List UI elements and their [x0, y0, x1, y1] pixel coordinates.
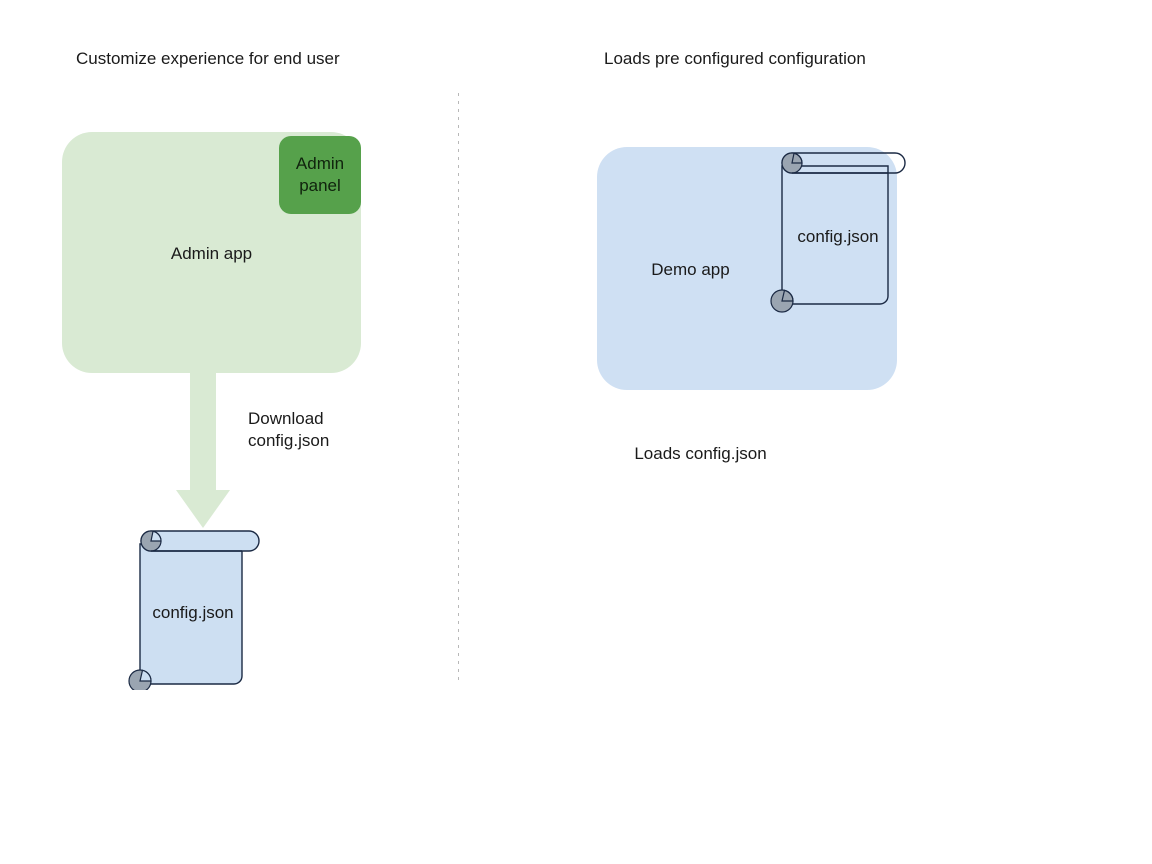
admin-panel-badge[interactable]: Admin panel	[279, 136, 361, 214]
demo-app-box	[597, 147, 897, 390]
config-json-document-right[interactable]	[766, 148, 916, 314]
download-arrow-label: Download config.json	[248, 409, 330, 450]
document-bottom-curl-notch	[781, 289, 794, 302]
loads-config-caption: Loads config.json	[634, 444, 767, 463]
document-top-curl-notch	[150, 530, 162, 542]
panel-divider	[458, 93, 459, 685]
document-bottom-curl-notch	[139, 669, 152, 682]
config-json-label-right: config.json	[797, 227, 879, 246]
admin-app-label: Admin app	[170, 244, 253, 263]
download-arrow-icon	[176, 370, 230, 528]
demo-app-label: Demo app	[651, 260, 730, 279]
right-panel-heading: Loads pre configured configuration	[604, 49, 866, 68]
download-arrow-shape	[176, 370, 230, 528]
document-top-curl-notch	[791, 152, 803, 164]
left-panel-heading: Customize experience for end user	[76, 49, 340, 68]
config-json-document-left[interactable]	[118, 526, 268, 690]
config-json-label-left: config.json	[152, 603, 234, 622]
admin-panel-badge-label: Admin panel	[295, 154, 345, 195]
